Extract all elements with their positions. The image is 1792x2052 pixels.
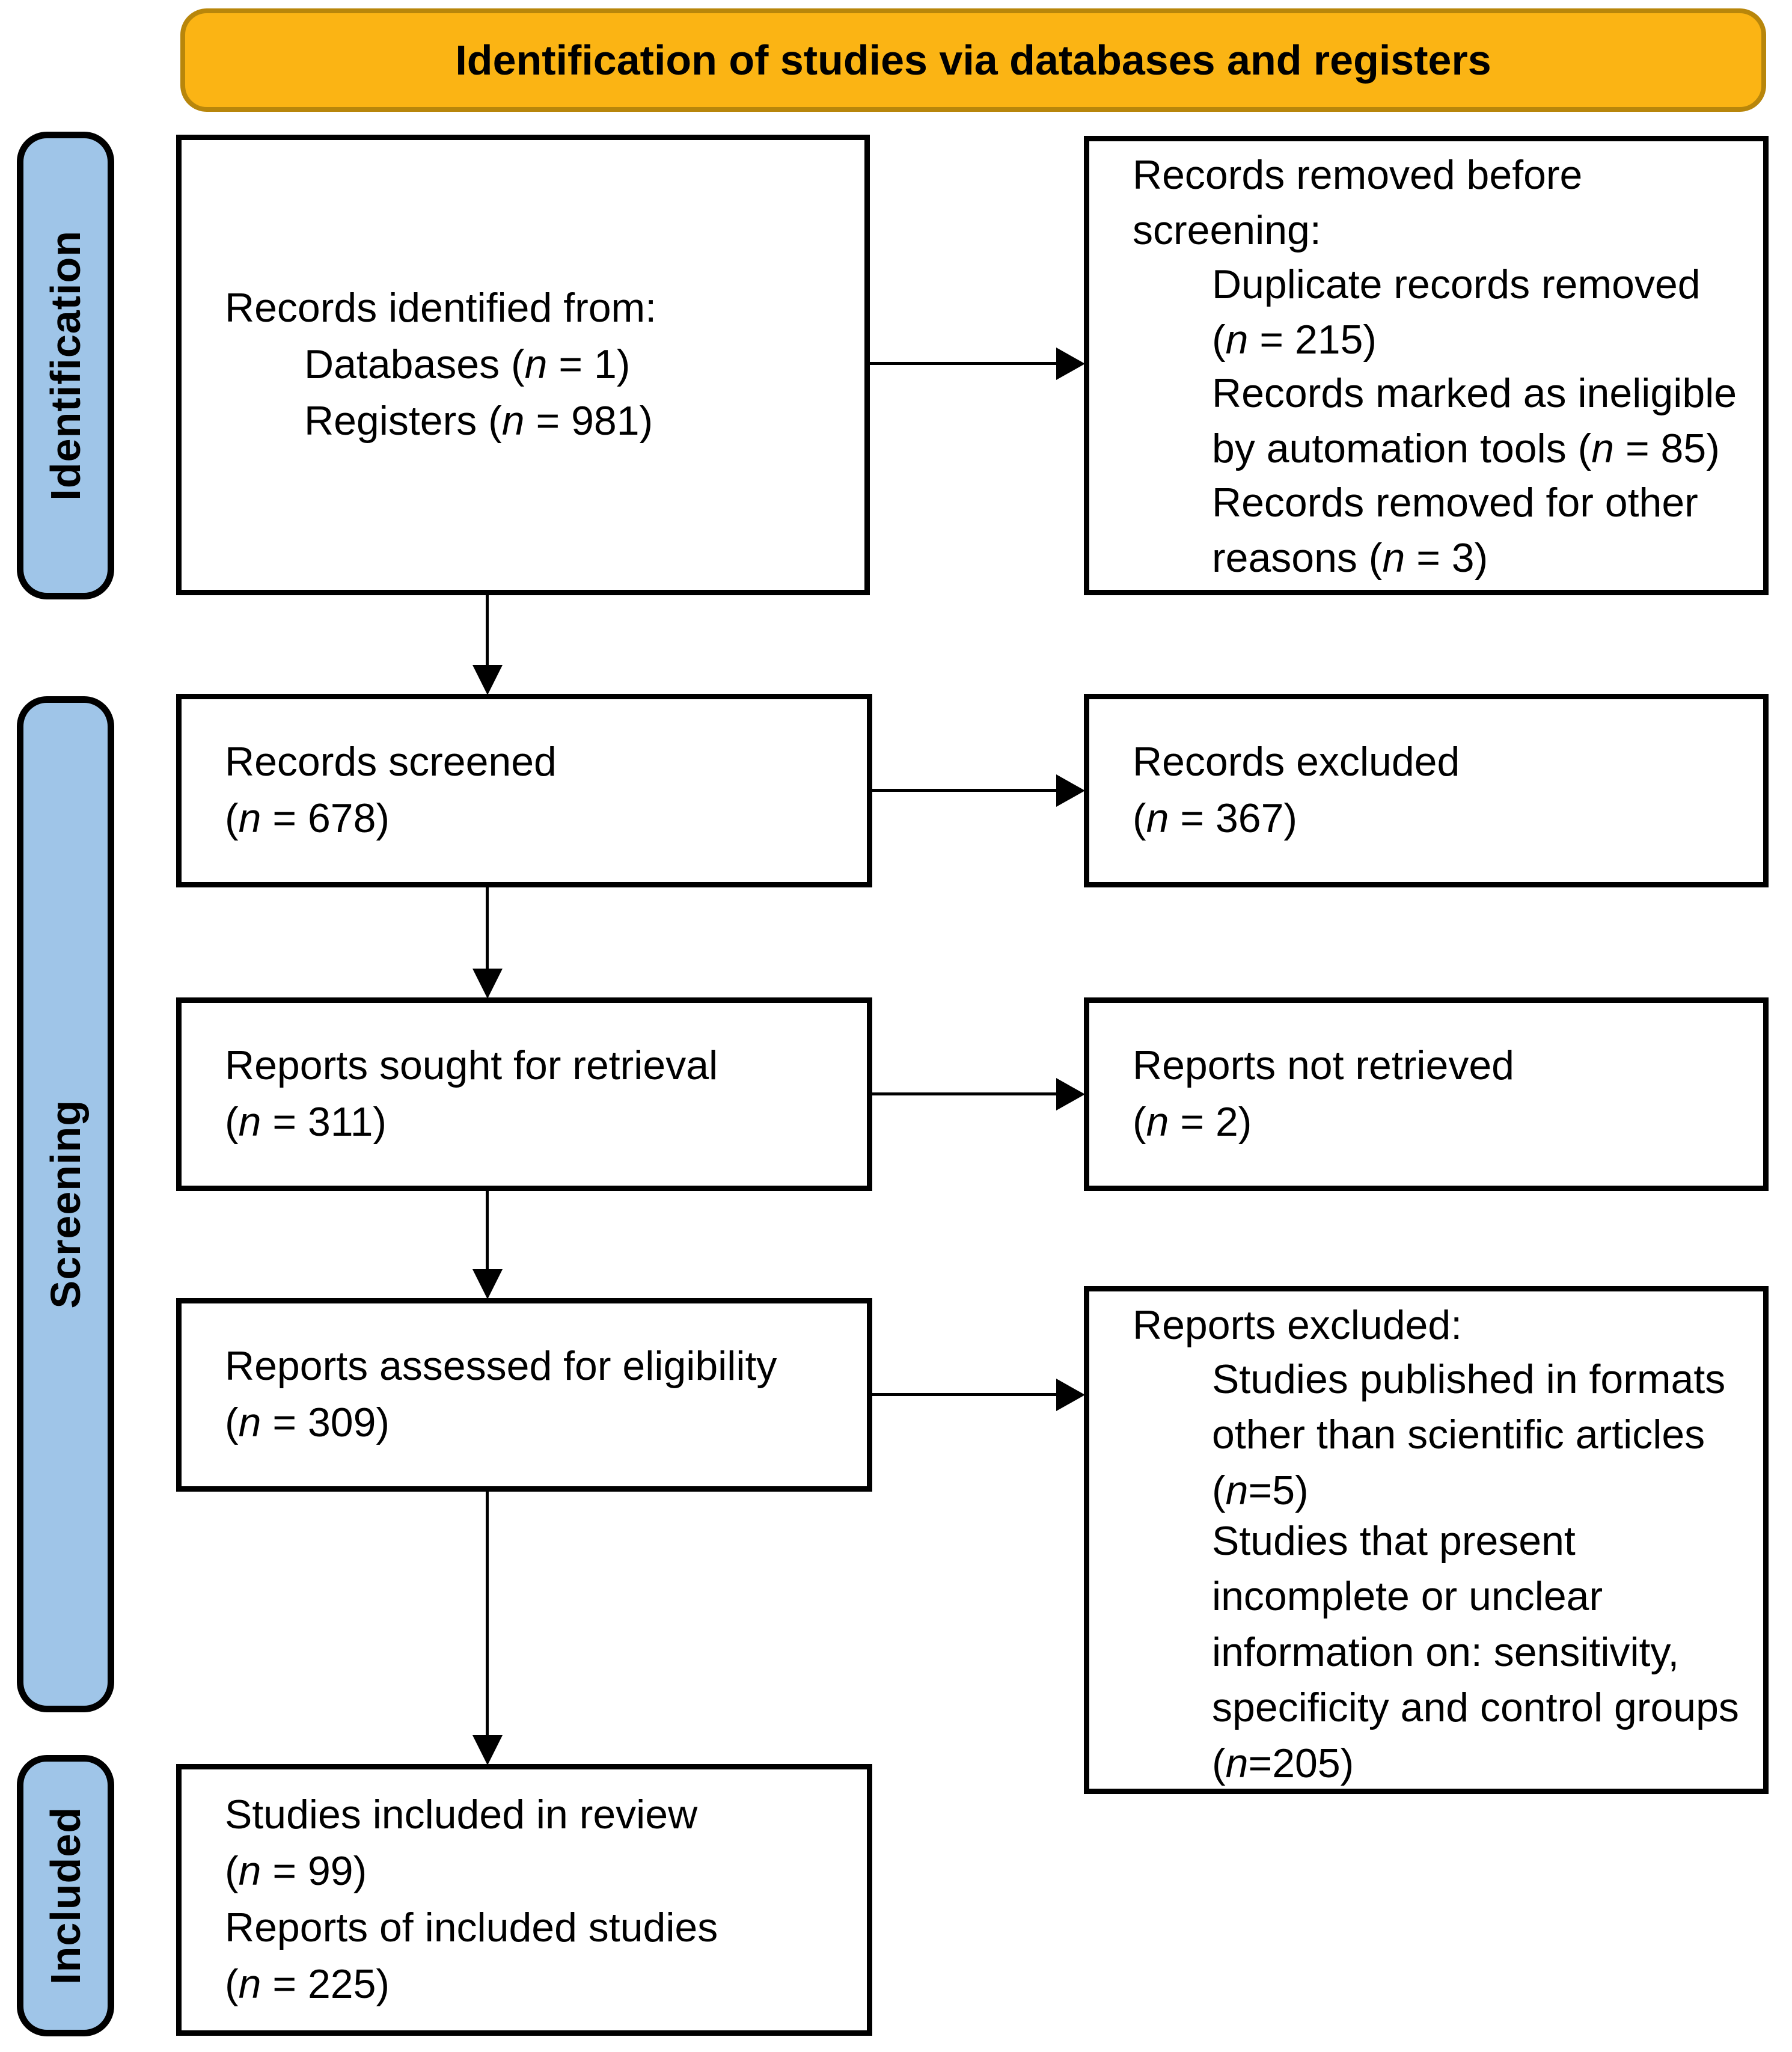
box-line: Records excluded (1133, 739, 1460, 785)
box-line: Records removed before screening: (1133, 152, 1583, 254)
box-records-screened: Records screened (n = 678) (176, 694, 872, 887)
box-line: Reports sought for retrieval (225, 1043, 718, 1089)
box-line: Reports of included studies (225, 1905, 718, 1950)
box-line: Records screened (225, 739, 557, 785)
box-records-excluded: Records excluded (n = 367) (1084, 694, 1769, 887)
box-line: Databases (n = 1) (304, 341, 631, 388)
box-line: (n = 678) (225, 795, 390, 841)
box-line: Studies that present incomplete or uncle… (1212, 1518, 1739, 1786)
stage-bar-included: Included (17, 1755, 114, 2036)
arrow-sought-to-not-retrieved (872, 1092, 1056, 1095)
stage-bar-screening: Screening (17, 696, 114, 1712)
box-line: Records marked as ineligible by automati… (1212, 370, 1737, 472)
arrow-sought-to-assessed (486, 1191, 489, 1269)
box-reports-not-retrieved: Reports not retrieved (n = 2) (1084, 997, 1769, 1191)
box-line: Duplicate records removed (n = 215) (1212, 261, 1701, 363)
arrow-screened-to-excluded (872, 789, 1056, 792)
header-banner: Identification of studies via databases … (180, 8, 1766, 112)
box-reports-excluded: Reports excluded: Studies published in f… (1084, 1286, 1769, 1794)
stage-label-screening: Screening (42, 1100, 89, 1309)
box-line: (n = 367) (1133, 795, 1298, 841)
box-reports-assessed: Reports assessed for eligibility (n = 30… (176, 1298, 872, 1492)
header-title: Identification of studies via databases … (455, 37, 1491, 84)
box-line: Reports excluded: (1133, 1302, 1463, 1348)
box-records-identified: Records identified from: Databases (n = … (176, 135, 870, 595)
box-studies-included: Studies included in review (n = 99) Repo… (176, 1764, 872, 2036)
box-line: Studies published in formats other than … (1212, 1356, 1726, 1513)
box-line: (n = 2) (1133, 1099, 1252, 1145)
box-line: Records removed for other reasons (n = 3… (1212, 479, 1698, 581)
stage-bar-identification: Identification (17, 132, 114, 599)
box-records-removed: Records removed before screening: Duplic… (1084, 136, 1769, 595)
box-line: Reports not retrieved (1133, 1043, 1514, 1089)
box-line: Registers (n = 981) (304, 397, 653, 444)
box-line: (n = 309) (225, 1400, 390, 1445)
stage-label-included: Included (42, 1807, 89, 1985)
arrow-assessed-to-included (486, 1492, 489, 1735)
arrow-screened-to-sought (486, 887, 489, 969)
box-reports-sought: Reports sought for retrieval (n = 311) (176, 997, 872, 1191)
stage-label-identification: Identification (42, 230, 89, 501)
box-line: Reports assessed for eligibility (225, 1343, 777, 1389)
arrow-assessed-to-reports-excluded (872, 1393, 1056, 1396)
box-line: Studies included in review (225, 1792, 698, 1838)
box-line: (n = 99) (225, 1848, 367, 1894)
box-line: (n = 225) (225, 1961, 390, 2007)
arrow-identified-to-screened (486, 595, 489, 665)
box-line: (n = 311) (225, 1099, 387, 1145)
arrow-identified-to-removed (870, 362, 1056, 365)
box-line: Records identified from: (225, 285, 657, 331)
